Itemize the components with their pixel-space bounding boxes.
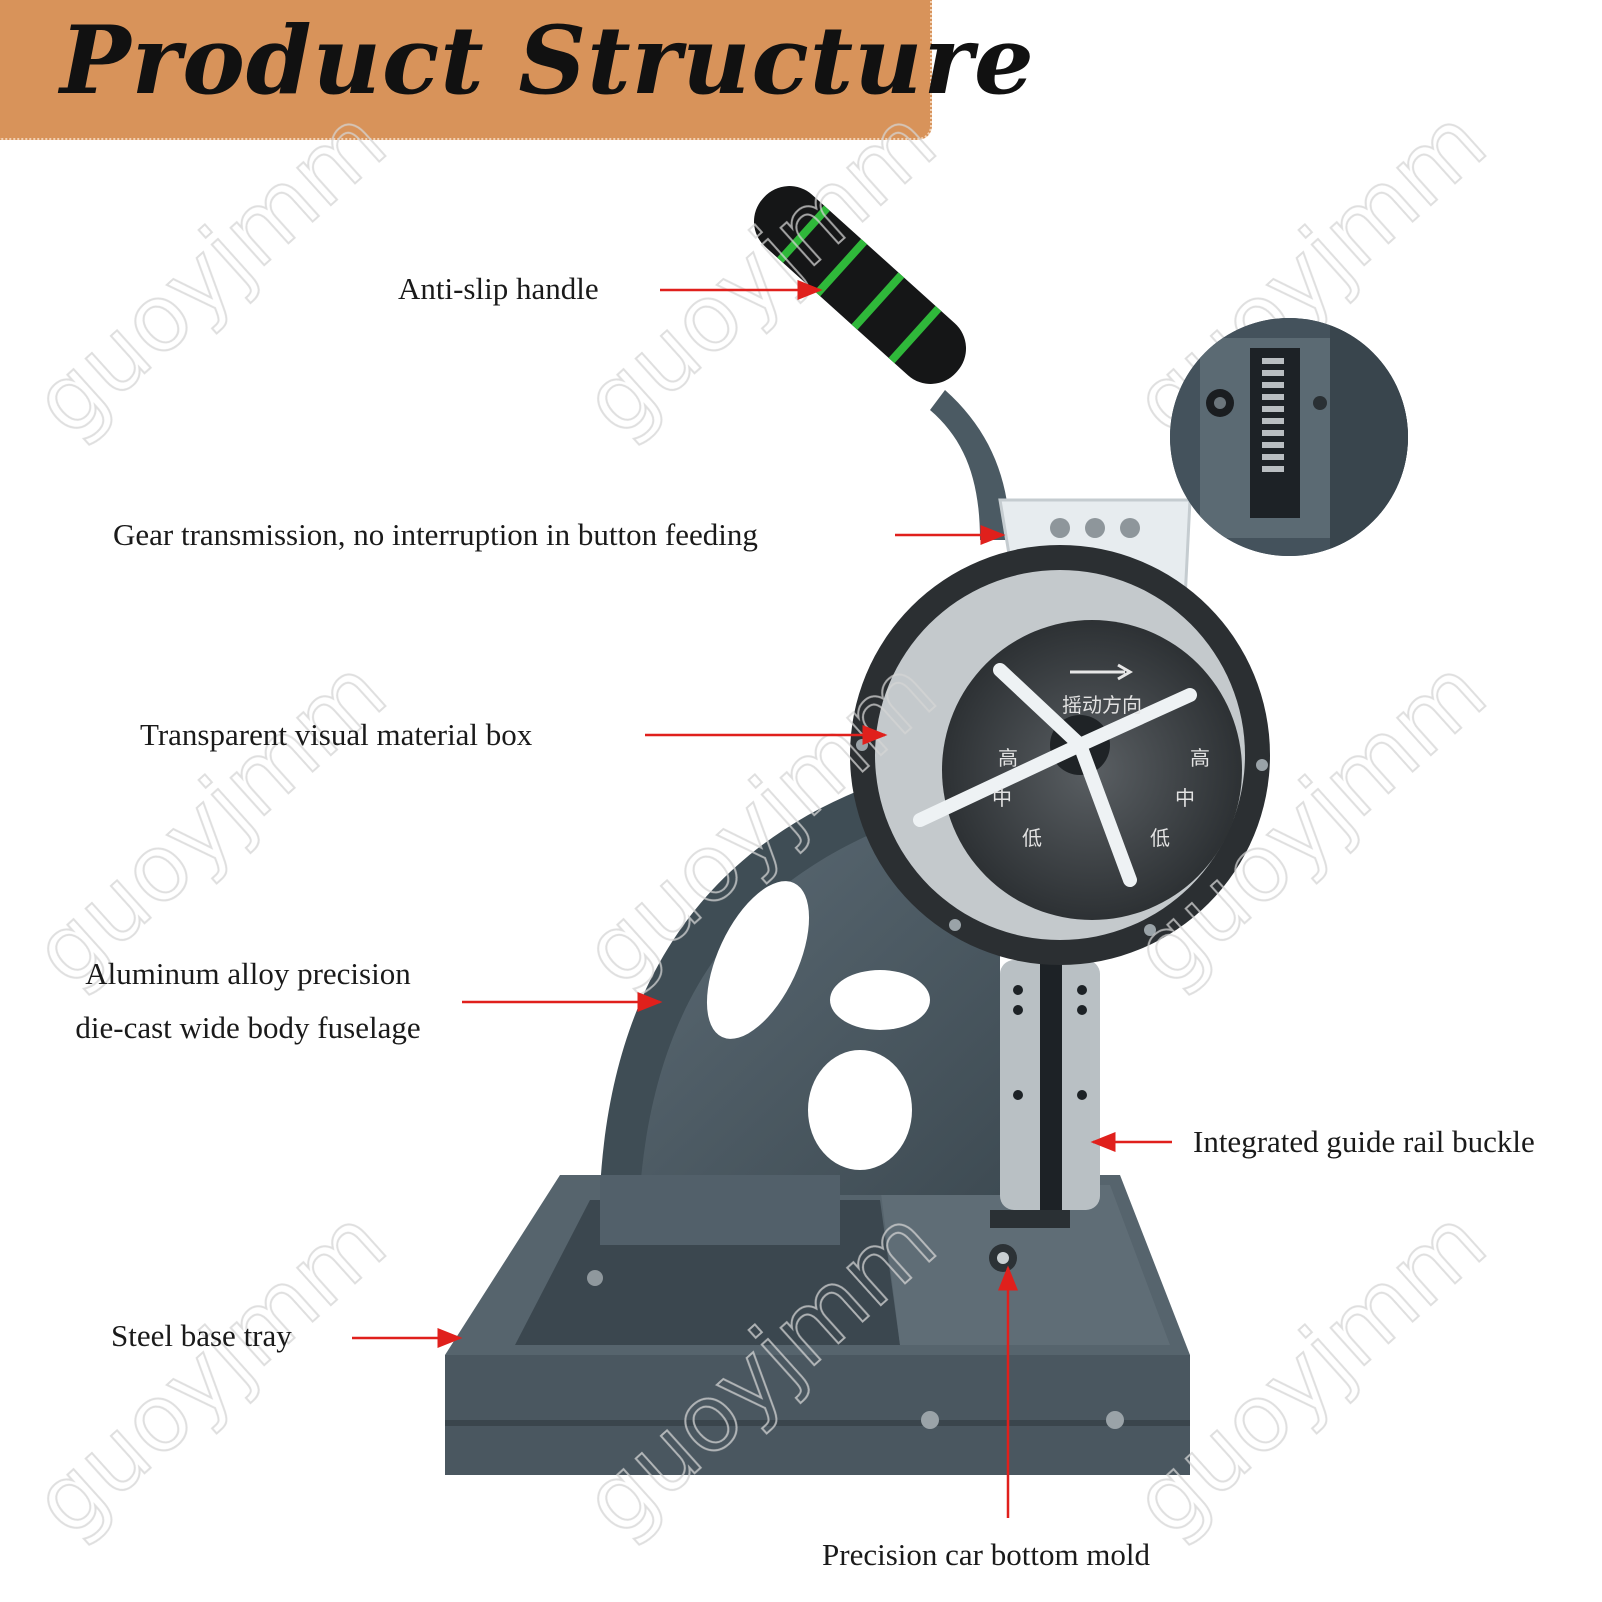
label-bottom-mold: Precision car bottom mold <box>822 1537 1151 1572</box>
dial-low-left: 低 <box>1022 826 1042 850</box>
bottom-mold <box>989 1244 1017 1272</box>
body-screw-icon <box>587 1270 603 1286</box>
dial-direction-text: 摇动方向 <box>1062 693 1142 717</box>
callout-arrows <box>352 280 1172 1518</box>
die-cast-body <box>587 790 1000 1286</box>
dial-low-right: 低 <box>1150 826 1170 850</box>
dial-high-right: 高 <box>1190 746 1210 770</box>
watermark-text: guoyjmm <box>13 88 406 457</box>
label-base-tray: Steel base tray <box>111 1318 292 1353</box>
gear-detail-image <box>1170 318 1408 556</box>
label-material-box: Transparent visual material box <box>140 717 533 752</box>
label-fuselage: Aluminum alloy precision die-cast wide b… <box>48 947 448 1056</box>
watermark-text: guoyjmm <box>13 1188 406 1557</box>
dial-mid-left: 中 <box>992 786 1012 810</box>
header-banner: Product Structure <box>0 0 1034 140</box>
page-title: Product Structure <box>60 6 1035 116</box>
dial-high-left: 高 <box>998 746 1018 770</box>
gear-detail-inset <box>1170 318 1408 556</box>
dial-mid-right: 中 <box>1175 786 1195 810</box>
steel-base-tray <box>445 1175 1190 1475</box>
label-gear-transmission: Gear transmission, no interruption in bu… <box>113 517 758 552</box>
label-fuselage-line2: die-cast wide body fuselage <box>75 1010 421 1046</box>
anti-slip-grip <box>753 186 967 384</box>
label-fuselage-line1: Aluminum alloy precision <box>85 956 411 991</box>
label-anti-slip-handle: Anti-slip handle <box>398 271 599 306</box>
material-box: 摇动方向 高 高 中 中 低 低 <box>850 545 1270 965</box>
base-screw-icon <box>921 1411 939 1429</box>
handle-stem <box>930 390 1010 540</box>
guide-rail <box>990 960 1100 1228</box>
base-screw-icon <box>1106 1411 1124 1429</box>
label-guide-rail: Integrated guide rail buckle <box>1193 1124 1535 1159</box>
